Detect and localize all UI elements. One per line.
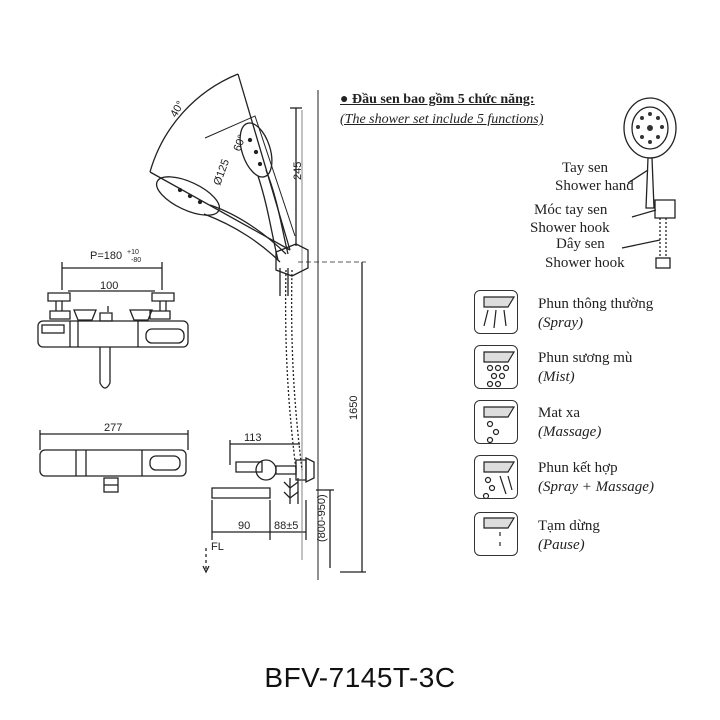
mixer-top-view	[39, 430, 189, 493]
dim-277: 277	[104, 422, 122, 434]
dim-angle-60: 60°	[232, 133, 249, 153]
part-label-hose-en: Shower hook	[545, 255, 625, 271]
mist-icon	[483, 351, 516, 388]
function-massage-en: (Massage)	[538, 424, 602, 440]
dim-dia-125: Ø125	[212, 158, 232, 187]
spray-icon	[483, 296, 516, 329]
shower-riser	[275, 90, 366, 580]
hand-shower-illustration	[621, 97, 677, 269]
dim-800-950: (800-950)	[316, 494, 328, 542]
mist-icon-frame	[474, 345, 518, 389]
dim-1650: 1650	[348, 396, 360, 420]
massage-icon-frame	[474, 400, 518, 444]
part-label-hand-vi: Tay sen	[562, 160, 609, 176]
dim-100: 100	[100, 280, 118, 292]
function-mist-en: (Mist)	[538, 369, 575, 385]
function-massage-vi: Mat xa	[538, 405, 581, 421]
dim-245: 245	[292, 162, 304, 180]
part-label-hook-en: Shower hook	[530, 220, 610, 236]
mixer-front-view	[37, 262, 189, 389]
function-pause-en: (Pause)	[538, 537, 585, 553]
part-label-hand-en: Shower hand	[555, 178, 634, 194]
function-spray-en: (Spray)	[538, 315, 583, 331]
model-number: BFV-7145T-3C	[264, 662, 456, 693]
functions-heading-vi: ● Đầu sen bao gồm 5 chức năng:	[340, 92, 535, 107]
mixer-side-view	[202, 440, 315, 574]
part-label-hose-vi: Dây sen	[556, 236, 605, 252]
pause-icon	[483, 517, 516, 546]
dim-88: 88±5	[274, 520, 298, 532]
function-spray-massage-vi: Phun kết hợp	[538, 460, 618, 476]
dim-fl: FL	[211, 541, 224, 553]
functions-heading-en: (The shower set include 5 functions)	[340, 112, 544, 127]
shower-head-angle-view	[149, 73, 296, 263]
function-pause-vi: Tạm dừng	[538, 518, 600, 534]
dim-113: 113	[244, 432, 262, 444]
function-mist-vi: Phun sương mù	[538, 350, 633, 366]
dim-p-tol-bot: -80	[131, 257, 141, 264]
pause-icon-frame	[474, 512, 518, 556]
dim-p-label: P=180	[90, 250, 122, 262]
function-spray-vi: Phun thông thường	[538, 296, 654, 312]
part-label-hook-vi: Móc tay sen	[534, 202, 608, 218]
spray-icon-frame	[474, 290, 518, 334]
dim-90: 90	[238, 520, 250, 532]
function-spray-massage-en: (Spray + Massage)	[538, 479, 654, 495]
massage-icon	[483, 406, 516, 444]
spray-massage-icon-frame	[474, 455, 518, 499]
dim-p-tol-top: +10	[127, 249, 139, 256]
dim-angle-40: 40°	[168, 99, 187, 119]
